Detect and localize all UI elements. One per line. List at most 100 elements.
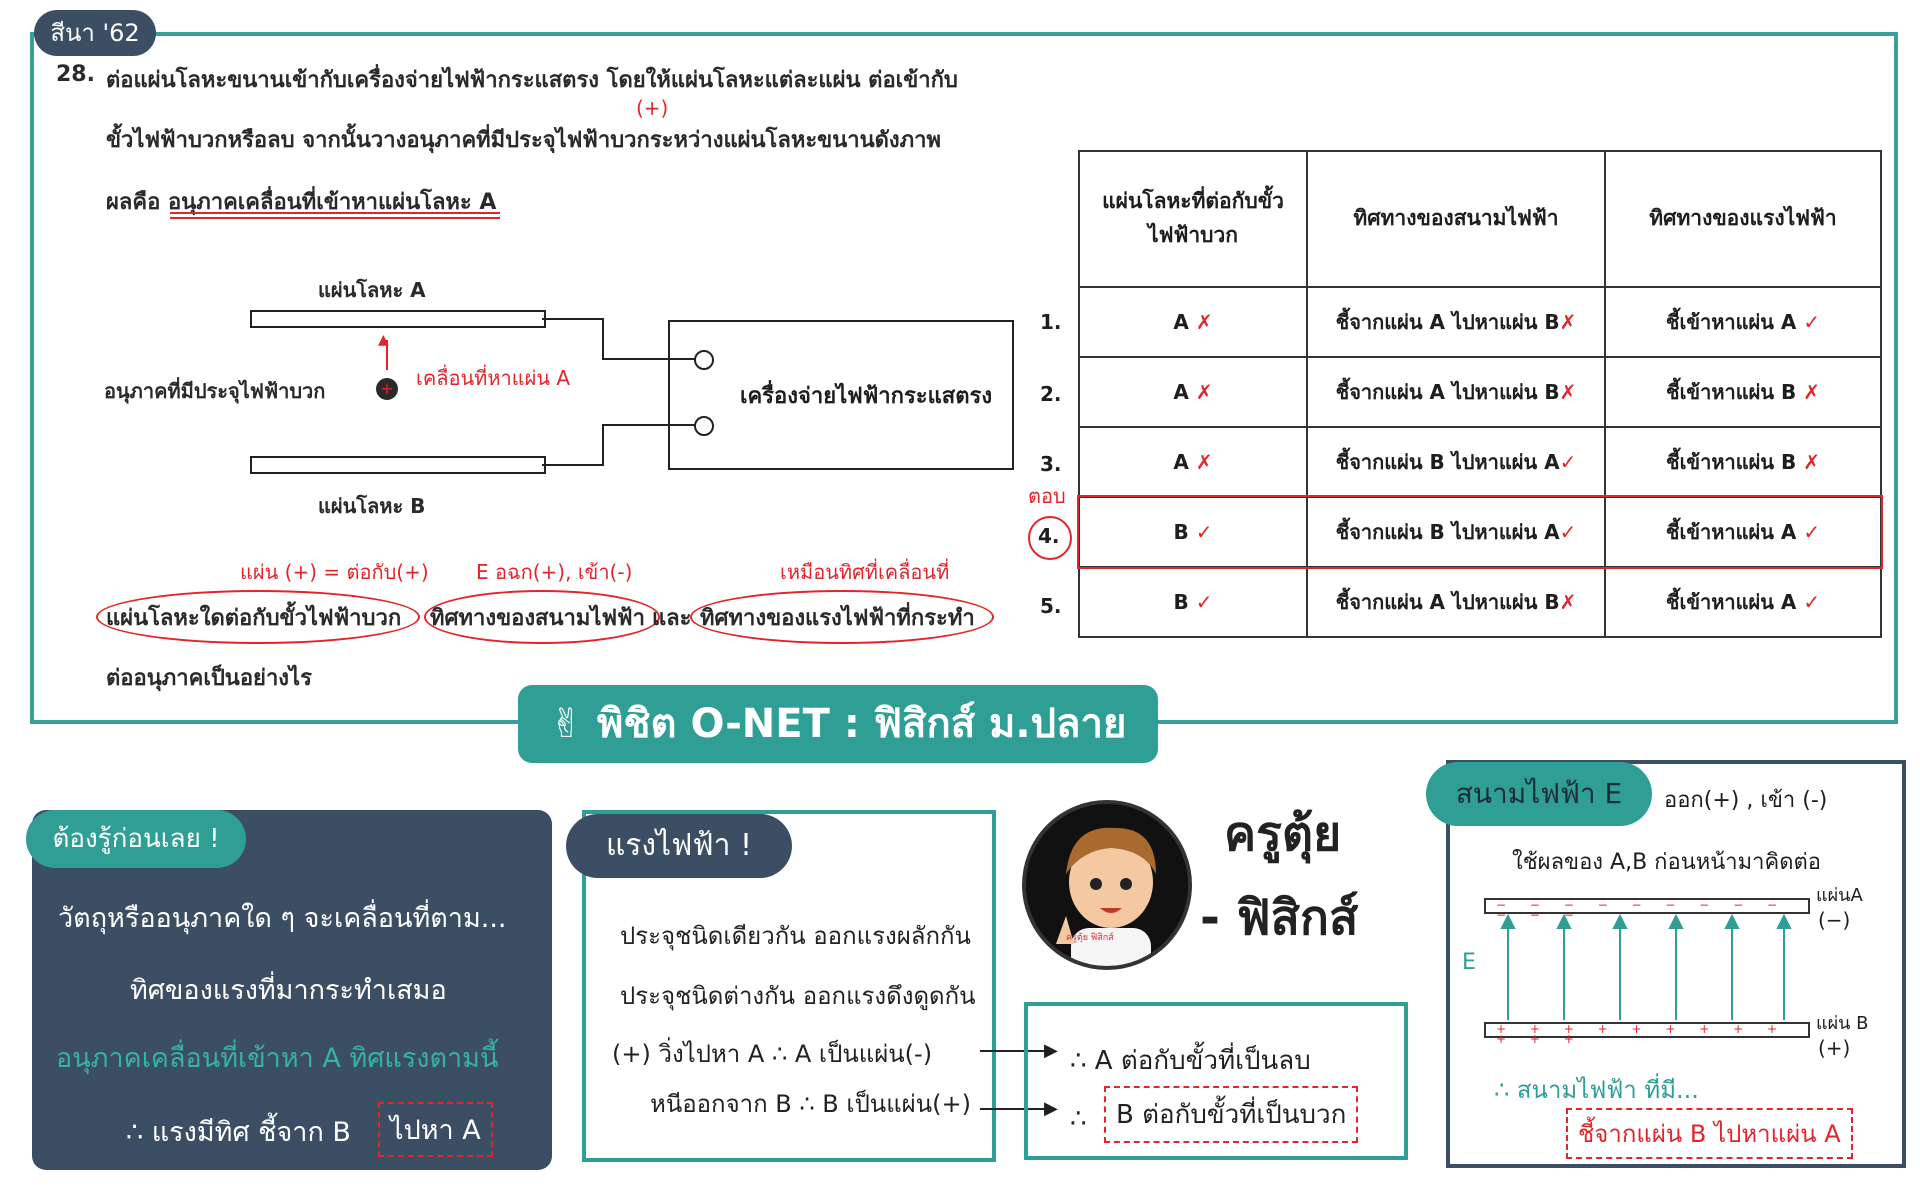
table-cell: ชี้เข้าหาแผ่น A ✓ [1604,496,1882,568]
table-header-row: แผ่นโลหะที่ต่อกับขั้วไฟฟ้าบวก ทิศทางของส… [1078,150,1882,288]
row-number: 5. [1040,594,1062,618]
table-row: A ✗ ชี้จากแผ่น A ไปหาแผ่น B✗ ชี้เข้าหาแผ… [1078,356,1882,428]
panel2-line-2: ประจุชนิดต่างกัน ออกแรงดึงดูดกัน [620,982,976,1010]
panel4-hint: ใช้ผลของ A,B ก่อนหน้ามาคิดต่อ [1512,850,1821,875]
plate-a-label: แผ่นโลหะ A [318,278,426,302]
field-plate-b: + + + + + + + + + + + + [1484,1022,1810,1045]
panel4-rule: ออก(+) , เข้า (-) [1664,788,1828,813]
arrow-head-icon: ▲ [378,332,389,348]
panel3-answer-box: B ต่อกับขั้วที่เป็นบวก [1104,1086,1359,1143]
teacher-cartoon-icon [1026,804,1188,966]
arrow-right-icon: ▶ [1044,1040,1058,1061]
field-lines [1500,913,1792,1020]
dc-source-label: เครื่องจ่ายไฟฟ้ากระแสตรง [739,383,993,409]
panel1-line-2: ทิศของแรงที่มากระทำเสมอ [130,975,447,1006]
underline [170,212,500,214]
wire [542,318,604,320]
field-plate-a-sign: (−) [1818,908,1851,932]
panel2-line-1: ประจุชนิดเดียวกัน ออกแรงผลักกัน [620,922,971,950]
answer-mark: ตอบ [1028,484,1066,508]
question-line-3: ผลคือ อนุภาคเคลื่อนที่เข้าหาแผ่นโลหะ A [106,190,497,215]
teacher-name: ครูตุ้ย [1224,806,1342,862]
row-number: 2. [1040,382,1062,406]
plus-annotation: (+) [636,96,669,120]
panel-electric-force [582,810,996,1162]
moves-annotation: เคลื่อนที่หาแผ่น A [416,366,571,390]
wire [602,424,604,466]
plus-charges: + + + + + + + + + + + + [1496,1022,1788,1046]
exam-tag: สีนา '62 [34,10,156,56]
panel-must-know [32,810,552,1170]
panel-must-know-tag: ต้องรู้ก่อนเลย ! [26,810,246,868]
wire [602,424,698,426]
table-row: B ✓ ชี้จากแผ่น A ไปหาแผ่น B✗ ชี้เข้าหาแผ… [1078,566,1882,638]
table-cell: B ✓ [1078,496,1308,568]
panel-electric-force-tag: แรงไฟฟ้า ! [566,814,792,878]
table-header: แผ่นโลหะที่ต่อกับขั้วไฟฟ้าบวก [1078,150,1308,288]
panel2-line-4: หนีออกจาก B ∴ B เป็นแผ่น(+) [650,1090,971,1118]
oval-1 [96,590,420,644]
panel-electric-field-tag: สนามไฟฟ้า E [1426,762,1652,826]
field-plate-b-sign: (+) [1818,1036,1851,1060]
avatar-shirt-text: ครูตุ้ย ฟิสิกส์ [1066,933,1114,943]
panel2-line-3: (+) วิ่งไปหา A ∴ A เป็นแผ่น(-) [612,1040,933,1068]
table-cell: ชี้เข้าหาแผ่น A ✓ [1604,286,1882,358]
panel3-therefore: ∴ [1070,1104,1087,1134]
table-row: A ✗ ชี้จากแผ่น A ไปหาแผ่น B✗ ชี้เข้าหาแผ… [1078,286,1882,358]
field-plate-b-label: แผ่น B [1816,1013,1869,1034]
question-line-4b: ทิศทางของสนามไฟฟ้า [430,606,645,631]
table-header: ทิศทางของแรงไฟฟ้า [1604,150,1882,288]
oval-2 [424,590,660,644]
panel3-line-1: ∴ A ต่อกับขั้วที่เป็นลบ [1070,1046,1311,1076]
question-line-1: ต่อแผ่นโลหะขนานเข้ากับเครื่องจ่ายไฟฟ้ากร… [106,68,958,93]
panel4-conclusion: ∴ สนามไฟฟ้า ที่มี... [1494,1076,1699,1104]
dc-source-box: เครื่องจ่ายไฟฟ้ากระแสตรง [668,320,1014,470]
teacher-subject: - ฟิสิกส์ [1200,890,1359,946]
annotation-1: แผ่น (+) = ต่อกับ(+) [240,560,429,584]
question-number: 28. [56,62,95,87]
wire [602,358,698,360]
row-number: 1. [1040,310,1062,334]
annotation-3: เหมือนทิศที่เคลื่อนที่ [780,560,950,584]
question-line-5: ต่ออนุภาคเป็นอย่างไร [106,666,312,691]
arrow-line [980,1050,1050,1052]
panel1-answer-box: ไปหา A [378,1102,493,1157]
underline [170,217,500,219]
motion-arrow [386,340,388,370]
table-cell: ชี้จากแผ่น A ไปหาแผ่น B✗ [1306,286,1606,358]
annotation-2: E อฉก(+), เข้า(-) [476,560,633,584]
wire [602,318,604,360]
table-row: A ✗ ชี้จากแผ่น B ไปหาแผ่น A✓ ชี้เข้าหาแผ… [1078,426,1882,498]
arrow-right-icon: ▶ [1044,1098,1058,1119]
teacher-avatar [1022,800,1192,970]
table-cell: A ✗ [1078,356,1308,428]
field-e-label: E [1462,950,1476,975]
arrow-line [980,1108,1050,1110]
minus-charges: − − − − − − − − − − − − [1496,898,1788,922]
title-banner: ✌ พิชิต O-NET : ฟิสิกส์ ม.ปลาย [518,685,1158,763]
table-cell: ชี้จากแผ่น A ไปหาแผ่น B✗ [1306,356,1606,428]
plate-a [250,310,546,328]
particle-label: อนุภาคที่มีประจุไฟฟ้าบวก [104,379,326,403]
table-cell: ชี้จากแผ่น A ไปหาแผ่น B✗ [1306,566,1606,638]
table-cell: ชี้เข้าหาแผ่น B ✗ [1604,426,1882,498]
answer-circle [1028,516,1072,560]
table-cell: A ✗ [1078,286,1308,358]
table-cell: ชี้เข้าหาแผ่น B ✗ [1604,356,1882,428]
table-cell: ชี้เข้าหาแผ่น A ✓ [1604,566,1882,638]
terminal-top [694,350,714,370]
panel-conclusion [1024,1002,1408,1160]
panel1-line-1: วัตถุหรืออนุภาคใด ๆ จะเคลื่อนที่ตาม... [58,903,507,934]
panel1-line-3: อนุภาคเคลื่อนที่เข้าหา A ทิศแรงตามนี้ [56,1043,499,1074]
panel-electric-field [1446,760,1906,1168]
panel4-answer-box: ชี้จากแผ่น B ไปหาแผ่น A [1566,1108,1853,1159]
question-line-4c: และ [652,606,692,631]
table-header: ทิศทางของสนามไฟฟ้า [1306,150,1606,288]
field-plate-a-label: แผ่นA [1816,885,1863,906]
positive-particle: + [376,378,398,400]
question-line-4d: ทิศทางของแรงไฟฟ้าที่กระทำ [700,606,975,631]
terminal-bottom [694,416,714,436]
table-row-answer: B ✓ ชี้จากแผ่น B ไปหาแผ่น A✓ ชี้เข้าหาแผ… [1077,495,1883,569]
plate-b [250,456,546,474]
row-number: 3. [1040,452,1062,476]
